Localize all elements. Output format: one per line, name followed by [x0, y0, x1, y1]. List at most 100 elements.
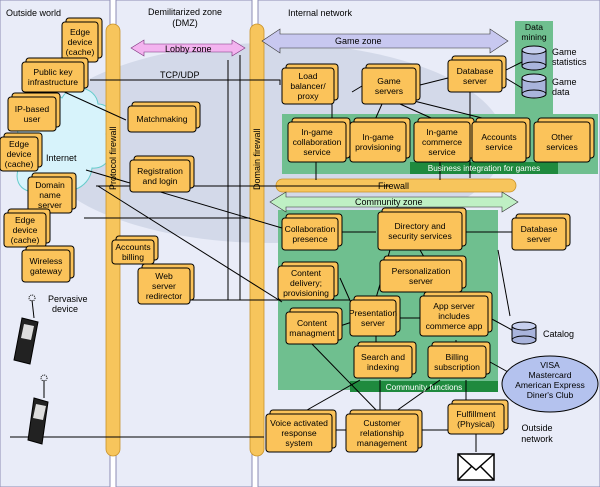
- connector: [59, 89, 127, 121]
- box-label: delivery;: [290, 278, 322, 288]
- box-body: [427, 345, 487, 379]
- internet-label: Internet: [46, 153, 77, 163]
- phone-device-icon: [13, 294, 39, 365]
- connector: [339, 277, 353, 306]
- box-label: Search and: [361, 352, 405, 362]
- box-label: Collaboration: [285, 224, 336, 234]
- box-body: [345, 413, 419, 453]
- box-label: includes: [438, 311, 470, 321]
- box-label: balancer/: [290, 81, 326, 91]
- box-label: Game: [377, 76, 401, 86]
- box-body: [281, 217, 339, 251]
- box-label: system: [285, 438, 312, 448]
- payment-network-name: American Express: [515, 380, 585, 390]
- connector: [90, 79, 281, 85]
- data-mining-label-line2: mining: [521, 32, 547, 42]
- box-label: Public key: [33, 67, 73, 77]
- outside-network-label-line1: Outside: [521, 423, 552, 433]
- box-label: management: [357, 438, 408, 448]
- box-label: service: [485, 142, 512, 152]
- box-label: services: [546, 142, 578, 152]
- connector: [309, 341, 381, 415]
- box-label: device: [68, 37, 93, 47]
- box-label: In-game: [301, 127, 333, 137]
- box-label: IP-based: [15, 104, 50, 114]
- box-label: name: [39, 190, 61, 200]
- box-body: [127, 105, 197, 133]
- box-label: security services: [388, 231, 452, 241]
- box-body: [377, 211, 463, 251]
- game-statistics-storage: [521, 45, 547, 71]
- community-functions-label-bar: [350, 381, 498, 392]
- game-zone-arrow: [261, 28, 509, 54]
- box-label: redirector: [146, 291, 182, 301]
- box-label: servers: [375, 86, 403, 96]
- box-body: [0, 136, 39, 172]
- lobby-zone-label: Lobby zone: [165, 44, 212, 54]
- outside-network-label-line2: network: [521, 434, 553, 444]
- box-label: provisioning: [283, 288, 329, 298]
- box-label: Voice activated: [270, 418, 328, 428]
- box-label: infrastructure: [28, 77, 78, 87]
- payment-network-name: Diner's Club: [527, 390, 574, 400]
- internal-network-label: Internal network: [288, 8, 353, 18]
- box-label: Fulfillment: [456, 409, 496, 419]
- game-data-storage: [521, 73, 547, 99]
- box-label: Content: [297, 318, 328, 328]
- box-label: Presentation: [349, 308, 397, 318]
- box-body: [277, 265, 335, 301]
- box-body: [7, 96, 57, 132]
- box-label: server: [38, 200, 62, 210]
- box-label: gateway: [30, 266, 63, 276]
- bottom-boxe-0: Fulfillment(Physical): [447, 399, 509, 435]
- box-label: server: [409, 276, 433, 286]
- box-label: server: [152, 281, 176, 291]
- pervasive-device-label-line2: device: [52, 304, 78, 314]
- box-label: Registration: [137, 166, 183, 176]
- box-label: indexing: [367, 362, 399, 372]
- catalog-label: Catalog: [543, 329, 574, 339]
- box-label: App server: [433, 301, 475, 311]
- box-label: server: [463, 76, 487, 86]
- box-label: (cache): [5, 159, 34, 169]
- connector: [415, 77, 449, 87]
- community-zone-arrow: [269, 191, 519, 213]
- connector: [351, 85, 363, 93]
- box-label: server: [361, 318, 385, 328]
- box-body: [447, 403, 505, 435]
- box-body: [447, 59, 503, 93]
- box-label: device: [13, 225, 38, 235]
- dmz-boxe-0: Matchmaking: [127, 101, 201, 133]
- catalog-storage: [511, 321, 537, 345]
- box-body: [471, 121, 527, 163]
- connector-lines: [10, 55, 523, 452]
- payment-network-name: VISA: [540, 360, 560, 370]
- box-label: Edge: [9, 139, 29, 149]
- box-label: In-game: [426, 127, 458, 137]
- pervasive-device-label: Pervasive device: [48, 294, 88, 314]
- connector: [497, 249, 511, 317]
- box-label: Web: [155, 271, 173, 281]
